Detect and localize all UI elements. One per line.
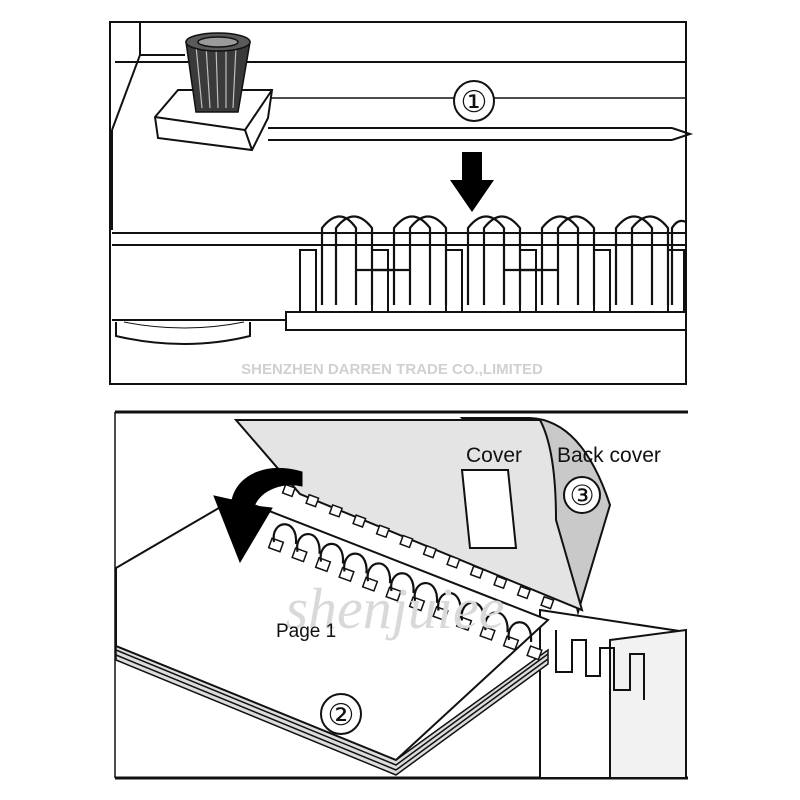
curved-arrow-icon [213,468,303,564]
coil-ring [614,215,654,305]
cover-hole [305,493,320,508]
coil-ring [482,215,522,305]
coil-loop [366,562,392,584]
cover-hole [422,544,438,559]
machine-foot [115,321,251,345]
page-stack [115,496,550,776]
coil-ring [556,215,596,305]
coil-ring [320,215,358,305]
coil-loop [484,611,509,633]
cover-label: Cover [466,444,522,467]
comb-tooth [519,249,537,313]
page-hole [361,576,379,592]
bottom-panel: shenjuiee Cover Back cover ③ Page 1 ② [114,410,688,780]
page-hole [479,625,496,641]
binding-coil-bottom [272,523,533,643]
cover-hole [328,503,344,518]
page-hole [526,645,543,661]
cover-hole [540,595,555,610]
coil-ring [334,215,374,305]
comb-tooth [667,249,685,313]
page-hole [338,566,355,583]
back-cover-label: Back cover [557,444,661,467]
cover-window [460,469,518,549]
page-hole [385,586,402,602]
coil-loop [390,572,415,594]
page-hole [502,635,520,651]
page-hole [267,537,285,553]
comb-tooth [445,249,463,313]
step-1-marker: ① [453,80,495,122]
coil-loop [343,552,368,574]
page-hole [314,556,332,573]
step-2-marker: ② [320,693,362,735]
back-cover-sheet [459,417,612,616]
page-hole [455,615,473,632]
comb-holder-base [539,608,687,779]
coil-ring [466,215,506,305]
page-hole [291,547,308,563]
coil-loop [296,533,321,554]
page-punch-holes [267,537,543,661]
cover-hole [281,483,297,498]
step-3-marker: ③ [563,476,601,514]
comb-tooth [371,249,389,313]
coil-loop [413,582,439,603]
coil-loop [437,591,462,613]
cover-sheet [233,419,584,612]
cover-hole [469,565,485,579]
page-hole [432,605,449,622]
down-arrow-icon [450,152,494,212]
step-1-label: ① [461,86,488,119]
coil-loop [319,542,345,564]
coil-loop [507,621,533,643]
page-1-label: Page 1 [276,621,336,642]
watermark-brand: shenjuiee [285,576,504,641]
step-3-label: ③ [569,480,594,511]
top-panel: ① SHENZHEN DARREN TRADE CO.,LIMITED [109,21,694,385]
page-hole [408,596,426,612]
coil-ring [630,215,670,305]
cover-hole [375,524,391,539]
cover-hole [352,514,367,528]
coil-loop [272,523,298,545]
watermark-company: SHENZHEN DARREN TRADE CO.,LIMITED [241,361,543,378]
knob [185,32,251,113]
coil-loop [460,601,486,623]
coil-ring [392,215,432,305]
comb-tooth [593,249,611,313]
cover-hole [493,575,508,590]
cover-hole [446,554,461,569]
binding-coil [320,215,687,305]
knob-base [153,89,274,152]
comb-tooth [299,249,317,313]
coil-ring [540,215,580,305]
coil-ring [408,215,448,305]
cover-hole [399,534,414,549]
rod [268,127,694,141]
step-2-label: ② [328,699,355,732]
cover-punch-holes [281,483,555,610]
cover-hole [516,585,532,600]
page-1-sheet [115,496,550,762]
